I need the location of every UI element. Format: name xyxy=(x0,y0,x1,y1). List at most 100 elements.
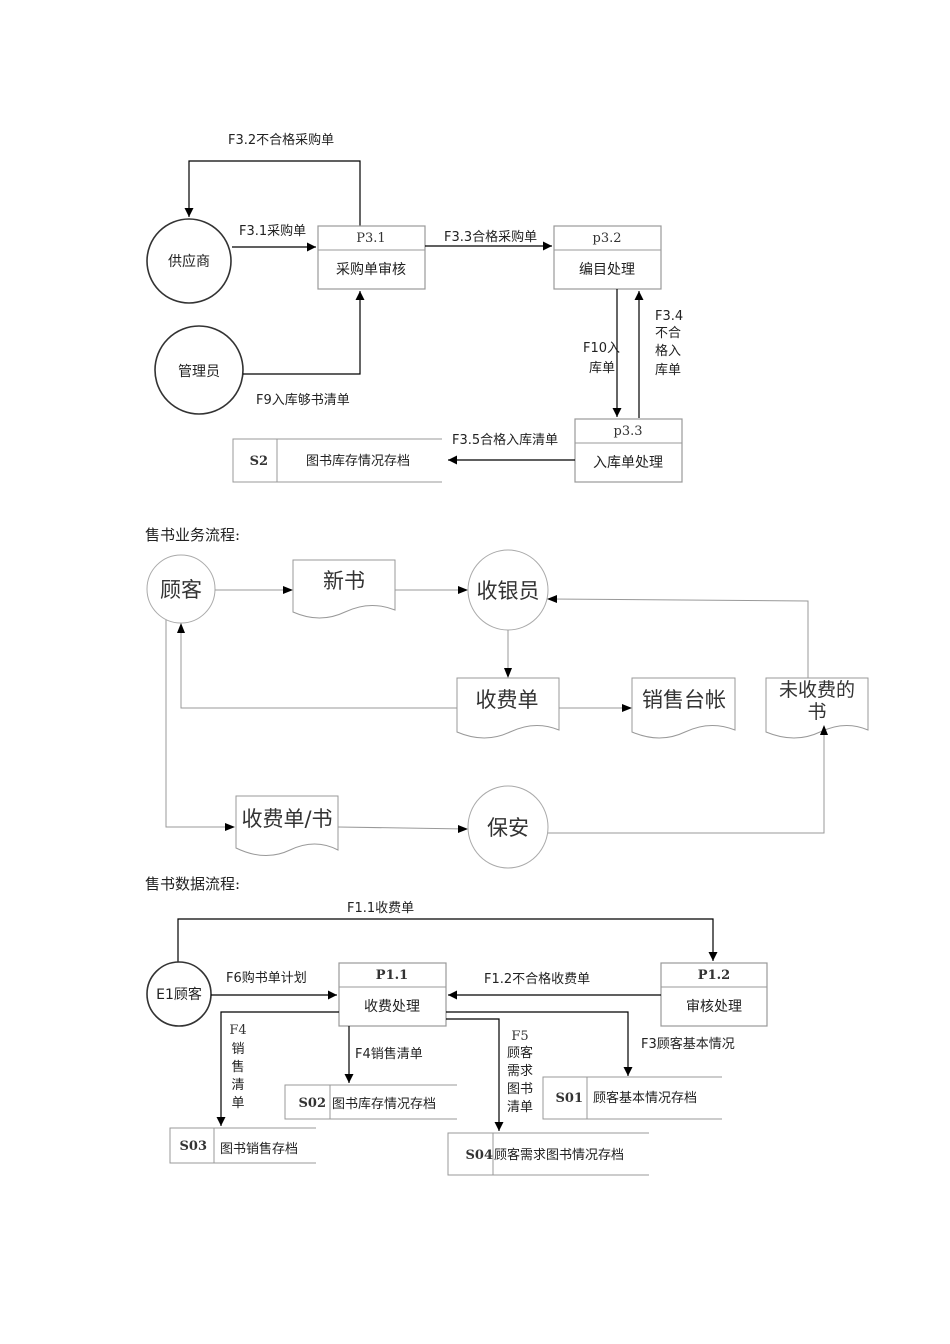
process-p32: p3.2 编目处理 xyxy=(553,225,662,290)
flow-f32-label: F3.2不合格采购单 xyxy=(228,132,334,148)
process-p32-name: 编目处理 xyxy=(579,262,635,278)
sales-business-flow: 售书业务流程: 顾客 新书 收银员 收费单 销售台帐 未收费 xyxy=(145,526,869,869)
store-s03: S03 图书销售存档 xyxy=(169,1127,316,1164)
process-p11-id: P1.1 xyxy=(376,968,408,983)
process-p31-id: P3.1 xyxy=(356,231,385,246)
store-s02-id: S02 xyxy=(299,1096,326,1111)
node-guard xyxy=(467,785,549,869)
doc-sales-ledger-label: 销售台帐 xyxy=(642,688,726,712)
flow-f32-arrow xyxy=(184,160,361,228)
doc-receipt-book xyxy=(235,795,339,856)
flow-f31-label: F3.1采购单 xyxy=(239,223,306,239)
doc-unpaid-books-label-2: 书 xyxy=(807,701,826,723)
flow-f11-arrow xyxy=(177,918,718,963)
flow-f10-label-2: 库单 xyxy=(589,360,615,376)
arrowhead xyxy=(547,595,557,603)
flow-unpaid-cashier xyxy=(549,598,809,678)
flow-f5-label-4: 图书 xyxy=(507,1082,533,1097)
flow-f5-arrow xyxy=(446,1018,504,1131)
flow-guard-unpaid xyxy=(548,727,825,834)
flow-f10-label-1: F10入 xyxy=(583,341,620,356)
sales-data-heading: 售书数据流程: xyxy=(145,875,240,893)
process-p11-name: 收费处理 xyxy=(364,999,420,1015)
arrowhead xyxy=(458,586,468,594)
flow-f34-label-3: 格入 xyxy=(655,343,681,359)
arrowhead xyxy=(458,825,468,833)
entity-supplier xyxy=(146,218,232,304)
flow-f35-label: F3.5合格入库清单 xyxy=(452,432,558,448)
flow-f11-label: F1.1收费单 xyxy=(347,901,414,916)
store-s01-name: 顾客基本情况存档 xyxy=(593,1090,697,1106)
doc-new-book xyxy=(292,559,396,619)
entity-admin xyxy=(154,325,244,415)
arrowhead xyxy=(622,704,632,712)
store-s03-name: 图书销售存档 xyxy=(220,1141,298,1157)
flow-f5-label-5: 清单 xyxy=(507,1100,533,1115)
store-s2: S2 图书库存情况存档 xyxy=(232,438,442,483)
flow-f3-label: F3顾客基本情况 xyxy=(641,1036,735,1052)
doc-unpaid-books-label-1: 未收费的 xyxy=(779,679,855,701)
flow-f3-arrow xyxy=(446,1011,633,1076)
process-p12: P1.2 审核处理 xyxy=(660,962,768,1027)
arrowhead xyxy=(177,623,185,633)
process-p32-id: p3.2 xyxy=(593,231,622,246)
flow-f33-label: F3.3合格采购单 xyxy=(444,229,537,245)
entity-admin-label: 管理员 xyxy=(178,364,220,380)
store-s02: S02 图书库存情况存档 xyxy=(284,1084,457,1120)
arrowhead xyxy=(504,668,512,678)
process-p12-name: 审核处理 xyxy=(686,999,742,1015)
flow-receiptbook-guard xyxy=(337,826,467,830)
doc-sales-ledger xyxy=(631,677,736,739)
flow-f4-label-2: 销 xyxy=(231,1042,244,1057)
process-p12-id: P1.2 xyxy=(698,968,730,983)
flow-f12-label: F1.2不合格收费单 xyxy=(484,971,590,987)
process-p33: p3.3 入库单处理 xyxy=(574,418,683,483)
node-customer-label: 顾客 xyxy=(160,578,202,602)
arrowhead xyxy=(225,823,235,831)
flow-f5-label-3: 需求 xyxy=(507,1064,533,1079)
sales-data-dfd: 售书数据流程: F1.1收费单 E1顾客 F6购书单计划 P1.1 收费处理 P… xyxy=(145,875,768,1176)
flow-f34-label-1: F3.4 xyxy=(655,309,683,324)
process-p33-name: 入库单处理 xyxy=(593,455,663,471)
flow-customer-receiptbook xyxy=(165,620,233,828)
store-s04-id: S04 xyxy=(466,1148,493,1163)
arrowhead xyxy=(820,725,828,735)
store-s01: S01 顾客基本情况存档 xyxy=(542,1076,722,1120)
store-s03-id: S03 xyxy=(180,1139,207,1154)
process-p33-id: p3.3 xyxy=(614,424,643,439)
flow-f6-label: F6购书单计划 xyxy=(226,970,307,986)
node-cashier-label: 收银员 xyxy=(477,579,540,603)
doc-receipt-book-label: 收费单/书 xyxy=(241,807,332,831)
process-p11: P1.1 收费处理 xyxy=(338,962,447,1027)
entity-e1-customer xyxy=(146,961,212,1027)
doc-new-book-label: 新书 xyxy=(323,569,365,593)
flow-f34-label-2: 不合 xyxy=(655,326,681,341)
entity-supplier-label: 供应商 xyxy=(168,253,210,270)
flow-f4-label-4: 清 xyxy=(231,1078,244,1093)
flow-f5-label-2: 顾客 xyxy=(507,1045,533,1061)
flow-f9-arrow xyxy=(243,291,365,375)
flow-f9-label: F9入库够书清单 xyxy=(256,392,350,408)
store-s2-name: 图书库存情况存档 xyxy=(306,453,410,469)
entity-e1-customer-label: E1顾客 xyxy=(156,986,202,1003)
doc-unpaid-books xyxy=(765,677,869,739)
flow-f5-label-1: F5 xyxy=(511,1029,528,1044)
process-p31: P3.1 采购单审核 xyxy=(317,225,426,290)
flow-f4-s02-label: F4销售清单 xyxy=(355,1046,423,1062)
flow-f4-label-3: 售 xyxy=(231,1059,244,1075)
flow-f34-label-4: 库单 xyxy=(655,362,681,378)
flow-receipt-customer xyxy=(180,626,457,709)
flow-f4-s03-arrow xyxy=(216,1011,339,1126)
process-p31-name: 采购单审核 xyxy=(336,262,406,278)
store-s04: S04 顾客需求图书情况存档 xyxy=(447,1132,649,1176)
node-guard-label: 保安 xyxy=(487,816,529,840)
doc-receipt-label: 收费单 xyxy=(476,688,539,712)
flow-f4-label-5: 单 xyxy=(231,1096,244,1111)
store-s04-name: 顾客需求图书情况存档 xyxy=(494,1147,624,1163)
sales-business-heading: 售书业务流程: xyxy=(145,526,240,544)
store-s02-name: 图书库存情况存档 xyxy=(332,1096,436,1112)
doc-receipt xyxy=(456,677,560,739)
arrowhead xyxy=(283,586,293,594)
purchase-dfd: F3.2不合格采购单 供应商 F3.1采购单 P3.1 采购单审核 F3.3合格… xyxy=(146,132,683,483)
